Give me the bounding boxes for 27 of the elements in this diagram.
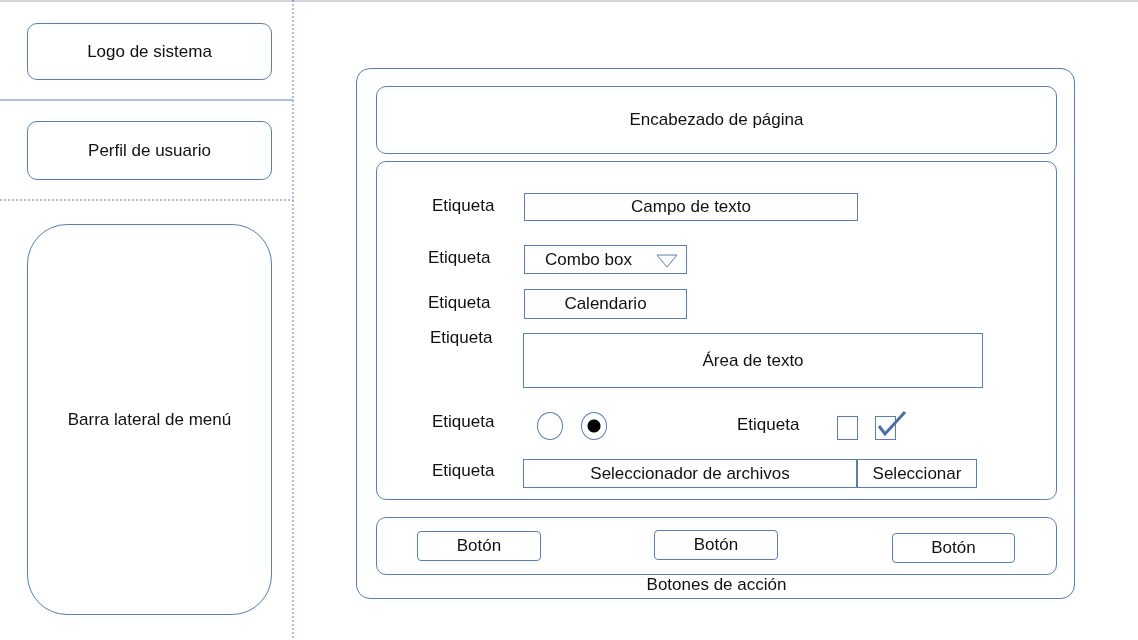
page-header-box: Encabezado de página (376, 86, 1057, 154)
action-button: Botón (892, 533, 1015, 563)
panel-caption: Botones de acción (645, 575, 788, 595)
action-button: Botón (417, 531, 541, 561)
field-label: Etiqueta (428, 293, 491, 313)
text-input-field: Campo de texto (524, 193, 858, 221)
combo-box-dropdown: Combo box (524, 245, 687, 274)
action-button: Botón (654, 530, 778, 560)
field-label: Etiqueta (432, 412, 495, 432)
text-area-field: Área de texto (523, 333, 983, 388)
checkbox (837, 416, 858, 440)
field-label: Etiqueta (430, 328, 493, 348)
field-label: Etiqueta (737, 415, 800, 435)
form-panel (376, 161, 1057, 500)
field-label: Etiqueta (428, 248, 491, 268)
sidebar-top-box: Logo de sistema (27, 23, 272, 80)
user-profile-box: Perfil de usuario (27, 121, 272, 180)
radio-button (581, 412, 607, 440)
select-file-button: Seleccionar (857, 459, 977, 488)
file-path-field: Seleccionador de archivos (523, 459, 857, 488)
field-label: Etiqueta (432, 196, 495, 216)
field-label: Etiqueta (432, 461, 495, 481)
checkbox (875, 408, 907, 440)
date-field: Calendario (524, 289, 687, 319)
menu-sidebar: Barra lateral de menú (27, 224, 272, 615)
main-panel (356, 68, 1075, 599)
radio-button (537, 412, 563, 440)
